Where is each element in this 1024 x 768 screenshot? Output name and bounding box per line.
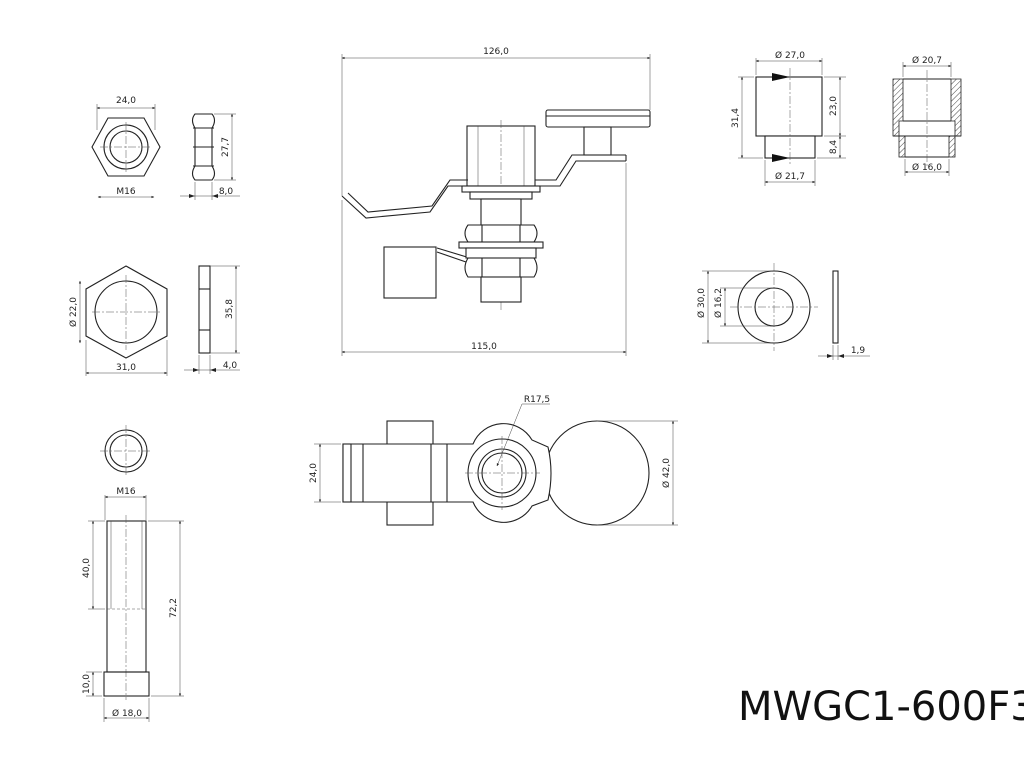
- svg-text:Ø 16,2: Ø 16,2: [713, 288, 724, 318]
- bolt-total-length-dimension: 72,2: [148, 520, 184, 697]
- bushing-step-label: 8,4: [829, 140, 839, 155]
- assembly-top-view: [342, 420, 650, 526]
- washer-outer-label: 30,0: [697, 288, 707, 308]
- svg-text:Ø 22,0: Ø 22,0: [68, 297, 79, 327]
- bushing-body-dimension: 23,0: [824, 76, 846, 137]
- hex-across-flats-dimension: 31,0: [85, 340, 168, 376]
- nut-height-label: 27,7: [221, 137, 231, 157]
- bushing-lower-label: 21,7: [785, 172, 805, 182]
- bushing-step-dimension: 8,4: [817, 135, 846, 159]
- svg-text:Ø 16,0: Ø 16,0: [912, 162, 942, 173]
- nut-width-dimension: 24,0: [96, 96, 156, 130]
- svg-text:Ø 27,0: Ø 27,0: [775, 50, 805, 61]
- svg-text:Ø 21,7: Ø 21,7: [775, 171, 805, 182]
- pad-diameter-label: 42,0: [662, 458, 672, 478]
- nut-side-view: [191, 113, 216, 181]
- bolt-head-height-label: 10,0: [82, 674, 92, 694]
- hex-plate-front-view: [85, 265, 168, 359]
- svg-text:Ø 42,0: Ø 42,0: [661, 458, 672, 488]
- assembly-width-label: 126,0: [483, 47, 509, 57]
- nut-height-dimension: 27,7: [214, 113, 236, 181]
- svg-text:Ø 30,0: Ø 30,0: [696, 288, 707, 318]
- assembly-side-view: [341, 109, 651, 310]
- nut-thickness-label: 8,0: [219, 187, 234, 197]
- assembly-base-dimension: 115,0: [341, 163, 627, 356]
- bushing-outer-label: 27,0: [785, 51, 805, 61]
- bolt-thread-label: M16: [116, 487, 135, 497]
- bolt-side-view: [103, 515, 150, 700]
- hex-height-dimension: 35,8: [210, 265, 240, 354]
- washer-outer-dimension: Ø 30,0: [696, 270, 772, 344]
- arm-radius-dimension: R17,5: [496, 395, 550, 467]
- bolt-thread-length-label: 40,0: [82, 558, 92, 578]
- part-number-title: MWGC1-600F3: [738, 684, 1024, 730]
- section-inner-label: 16,0: [922, 163, 942, 173]
- svg-text:Ø 18,0: Ø 18,0: [112, 708, 142, 719]
- nut-thread-dimension: M16: [97, 187, 155, 199]
- bolt-end-view: [100, 425, 152, 477]
- bushing-side-view: [755, 68, 823, 166]
- washer-front-view: [730, 263, 818, 351]
- assembly-width-dimension: 126,0: [341, 47, 651, 196]
- bushing-height-dimension: 31,4: [731, 76, 763, 159]
- bolt-total-length-label: 72,2: [169, 598, 179, 618]
- hex-thickness-label: 4,0: [223, 361, 238, 371]
- nut-thickness-dimension: 8,0: [180, 182, 240, 200]
- arm-width-dimension: 24,0: [309, 443, 341, 503]
- hex-thickness-dimension: 4,0: [184, 355, 240, 374]
- bushing-section-view: [892, 70, 962, 168]
- washer-thickness-label: 1,9: [851, 346, 866, 356]
- washer-thickness-dimension: 1,9: [818, 345, 870, 360]
- washer-inner-label: 16,2: [714, 288, 724, 308]
- bolt-head-diameter-label: 18,0: [122, 709, 142, 719]
- hex-bore-dimension: Ø 22,0: [68, 280, 82, 344]
- nut-front-view: [91, 117, 161, 177]
- section-inner-dimension: Ø 16,0: [904, 159, 950, 176]
- section-outer-label: 20,7: [922, 56, 942, 66]
- washer-inner-dimension: Ø 16,2: [713, 287, 772, 327]
- bushing-body-label: 23,0: [829, 96, 839, 116]
- bushing-lower-dimension: Ø 21,7: [764, 160, 816, 186]
- bushing-height-label: 31,4: [731, 108, 741, 128]
- hex-plate-side-view: [198, 265, 211, 354]
- arm-width-label: 24,0: [309, 463, 319, 483]
- hex-across-flats-label: 31,0: [116, 363, 136, 373]
- svg-text:Ø 20,7: Ø 20,7: [912, 55, 942, 66]
- nut-width-label: 24,0: [116, 96, 136, 106]
- arm-radius-label: R17,5: [524, 395, 550, 405]
- bolt-thread-length-dimension: 40,0: [82, 520, 105, 610]
- assembly-base-label: 115,0: [471, 342, 497, 352]
- pad-diameter-dimension: Ø 42,0: [597, 420, 678, 526]
- hex-height-label: 35,8: [225, 299, 235, 319]
- bushing-outer-dimension: Ø 27,0: [755, 50, 823, 75]
- hex-bore-label: 22,0: [69, 297, 79, 317]
- bolt-head-height-dimension: 10,0: [82, 671, 102, 697]
- bolt-head-diameter-dimension: Ø 18,0: [103, 698, 150, 722]
- bolt-thread-dimension: M16: [104, 487, 147, 520]
- washer-side-view: [832, 270, 839, 344]
- section-outer-dimension: Ø 20,7: [902, 55, 952, 77]
- nut-thread-label: M16: [116, 187, 135, 197]
